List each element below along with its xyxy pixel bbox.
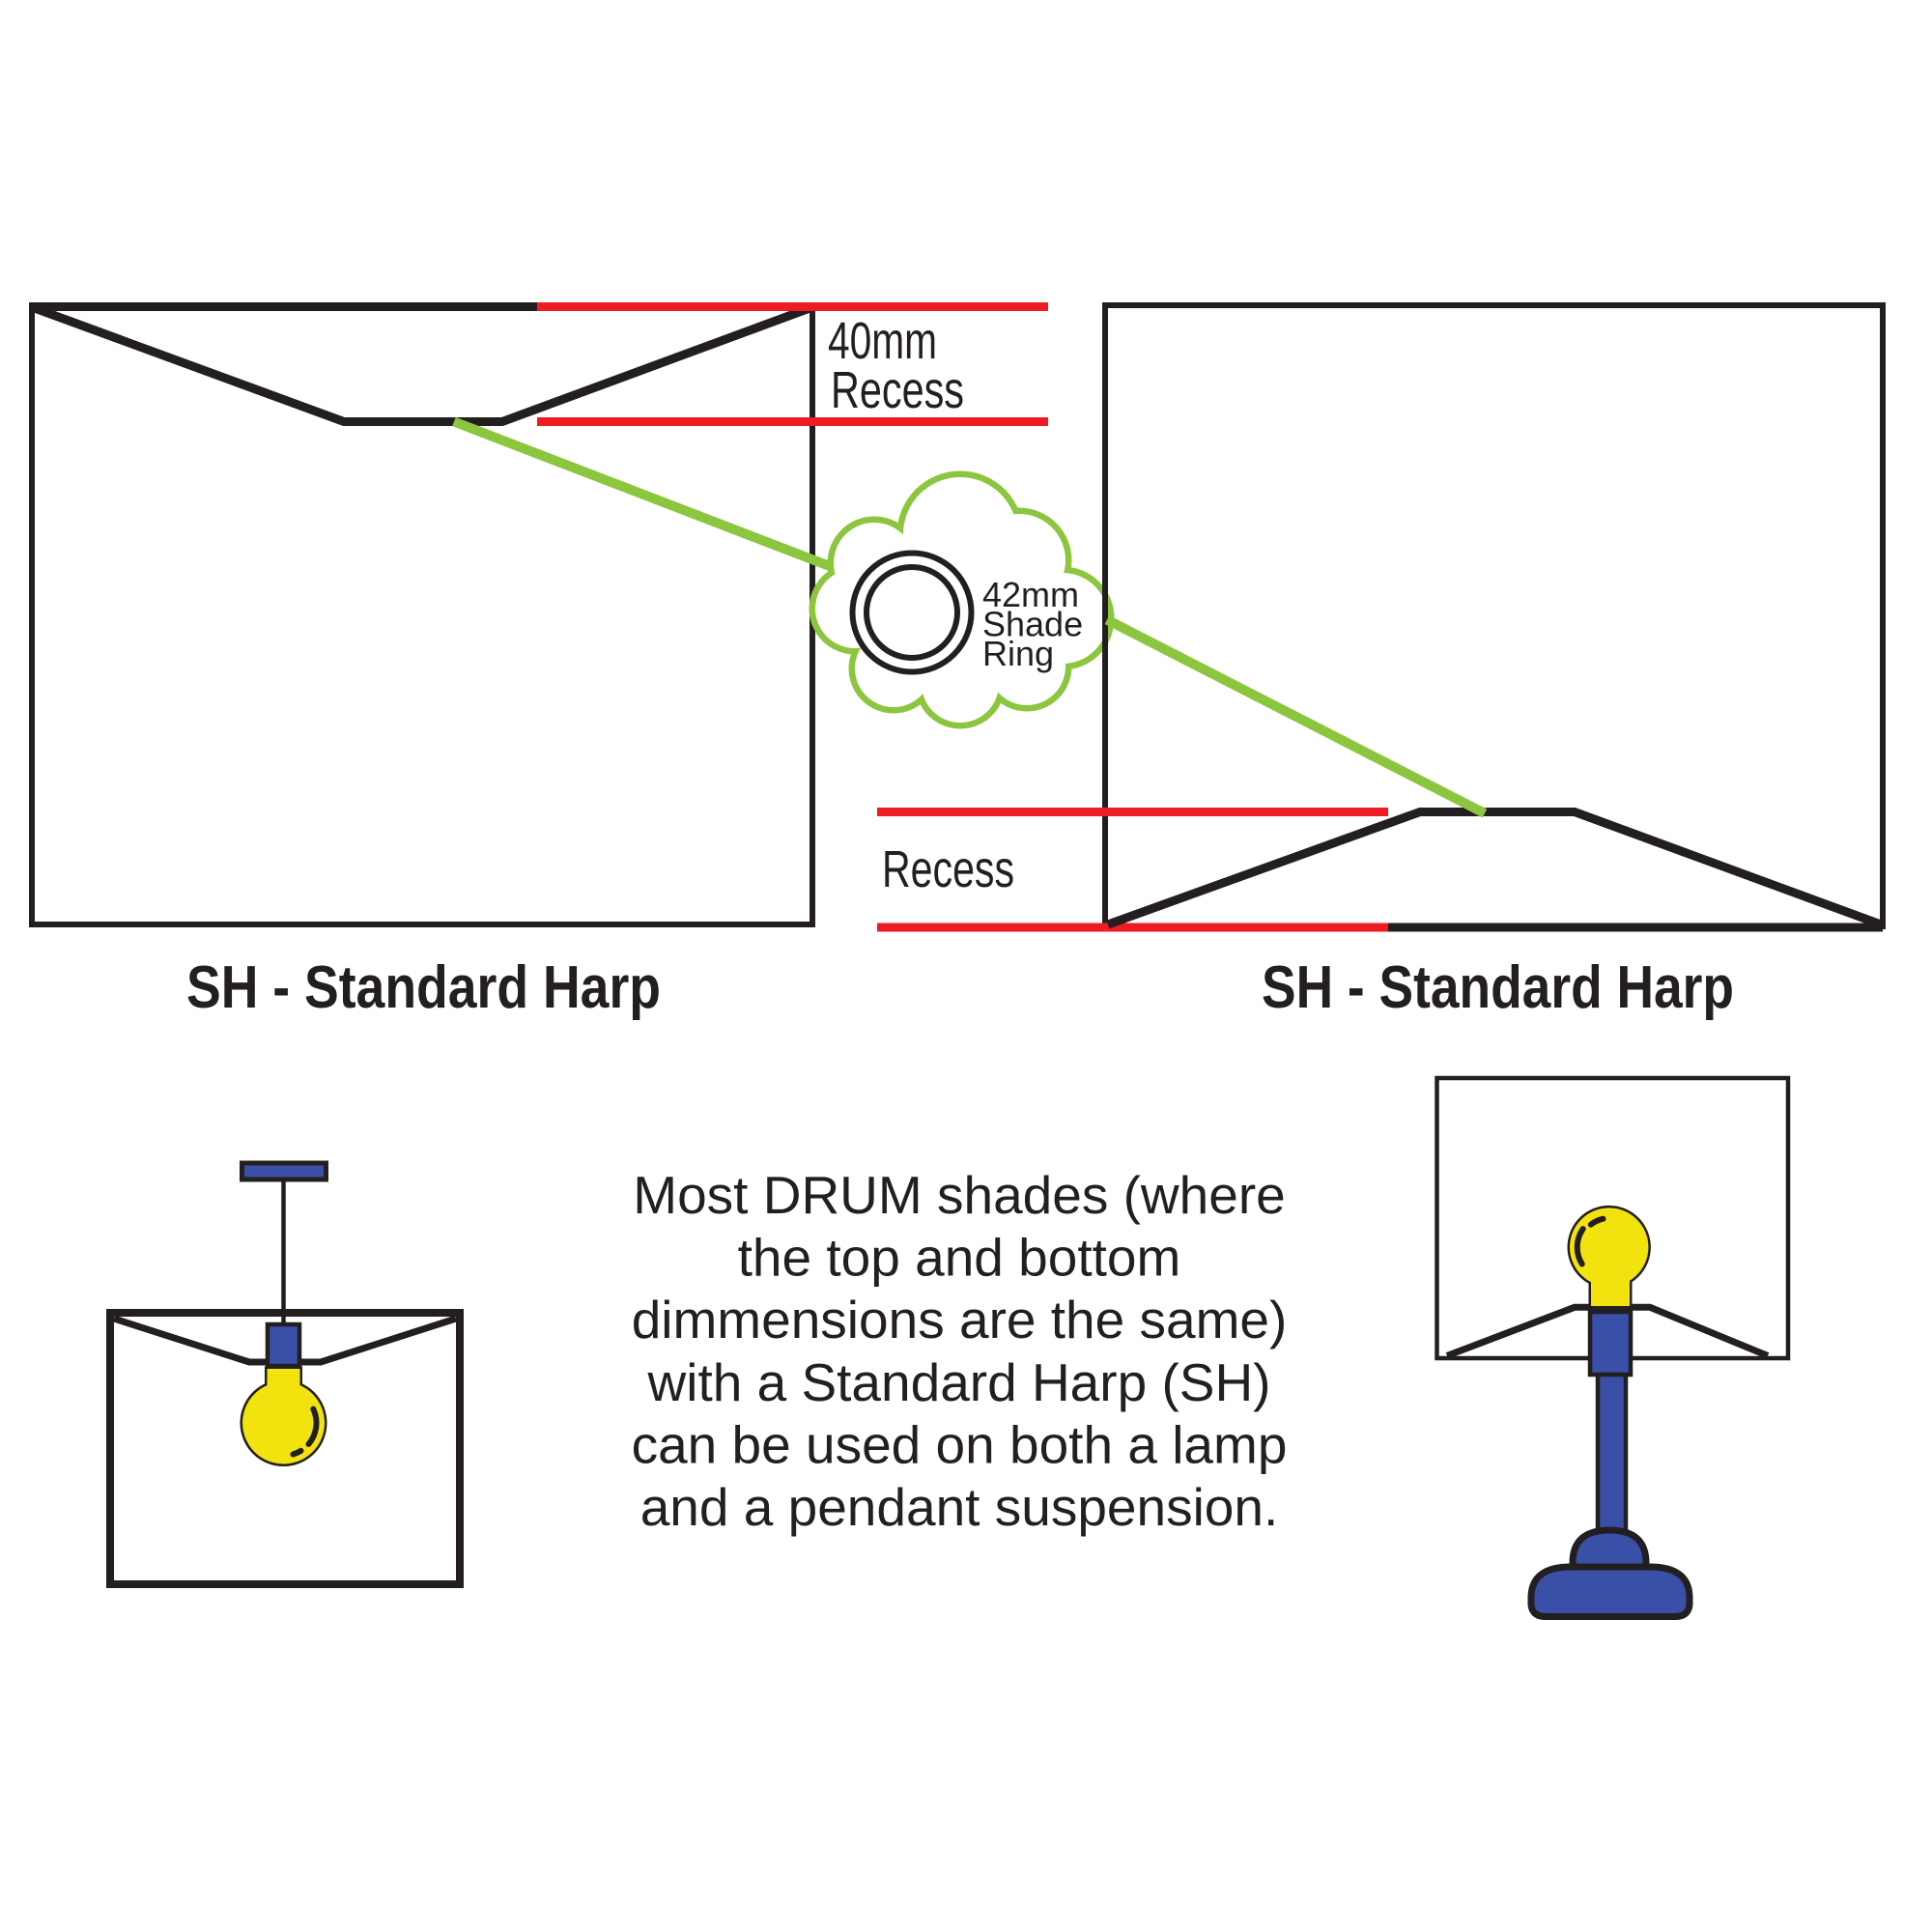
svg-text:SH - Standard Harp: SH - Standard Harp [1262,954,1734,1021]
svg-text:40mm: 40mm [828,312,937,370]
svg-text:dimmensions are the same): dimmensions are the same) [632,1290,1288,1350]
svg-text:SH - Standard Harp: SH - Standard Harp [186,954,661,1021]
svg-text:the top and bottom: the top and bottom [738,1228,1181,1288]
svg-text:Shade: Shade [982,605,1083,644]
svg-text:Recess: Recess [882,840,1014,898]
svg-text:Recess: Recess [831,361,964,419]
svg-text:can be used on both a lamp: can be used on both a lamp [632,1414,1288,1474]
svg-text:Ring: Ring [982,634,1054,673]
svg-text:42mm: 42mm [982,575,1079,614]
svg-text:and a pendant suspension.: and a pendant suspension. [640,1477,1279,1537]
svg-text:Most DRUM shades (where: Most DRUM shades (where [633,1165,1285,1225]
svg-text:with a Standard Harp (SH): with a Standard Harp (SH) [647,1352,1271,1412]
